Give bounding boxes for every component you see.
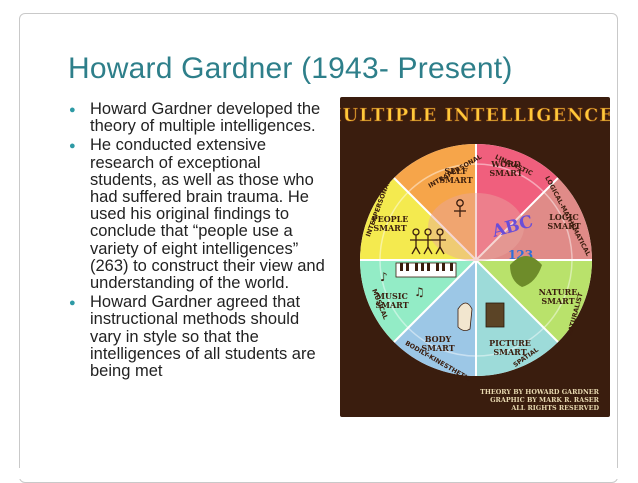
bullet-item: ● Howard Gardner agreed that instructiona… — [68, 294, 330, 380]
credit-rights: ALL RIGHTS RESERVED — [510, 404, 599, 412]
slide-bottom-edge — [0, 468, 638, 479]
credit-theory: THEORY BY HOWARD GARDNER — [480, 388, 600, 396]
bullet-icon: ● — [69, 104, 76, 116]
bullet-list: ● Howard Gardner developed the theory of … — [68, 100, 330, 382]
brain-icon — [428, 193, 524, 261]
bullet-text: He conducted extensive research of excep… — [90, 136, 325, 293]
music-note-icon: ♪ — [380, 270, 388, 284]
piano-keys-icon — [395, 262, 457, 278]
wheel-dividers — [360, 144, 592, 376]
bullet-icon: ● — [69, 297, 76, 310]
segment-interpersonal — [360, 178, 476, 260]
bullet-text: Howard Gardner developed the theory of m… — [90, 100, 321, 136]
poster-heading: MULTIPLE INTELLIGENCES — [340, 106, 610, 126]
credit-graphic: GRAPHIC BY MARK R. RASER — [490, 396, 600, 404]
people-figures-icon — [410, 228, 446, 255]
mona-lisa-icon — [485, 302, 505, 328]
multiple-intelligences-poster: MULTIPLE INTELLIGENCES INTRAPERSONAL LIN… — [340, 97, 610, 417]
segment-linguistic — [476, 144, 558, 260]
music-note-icon: ♫ — [414, 285, 425, 299]
bullet-icon: ● — [69, 140, 76, 153]
bullet-text: Howard Gardner agreed that instructional… — [90, 293, 316, 381]
segment-spatial — [476, 260, 558, 376]
segment-naturalist — [476, 260, 592, 342]
self-figure-icon — [454, 199, 466, 217]
leaf-icon — [510, 256, 542, 287]
segment-musical — [360, 260, 476, 342]
intelligence-wheel — [360, 144, 592, 376]
bullet-item: ● He conducted extensive research of exce… — [68, 137, 330, 292]
segment-logical-mathematical — [476, 178, 592, 260]
slide-title: Howard Gardner (1943- Present) — [68, 52, 513, 85]
bullet-item: ● Howard Gardner developed the theory of … — [68, 100, 330, 136]
footprint-icon — [457, 302, 473, 331]
segment-bodily-kinesthetic — [394, 260, 476, 376]
segment-intrapersonal — [394, 144, 476, 260]
